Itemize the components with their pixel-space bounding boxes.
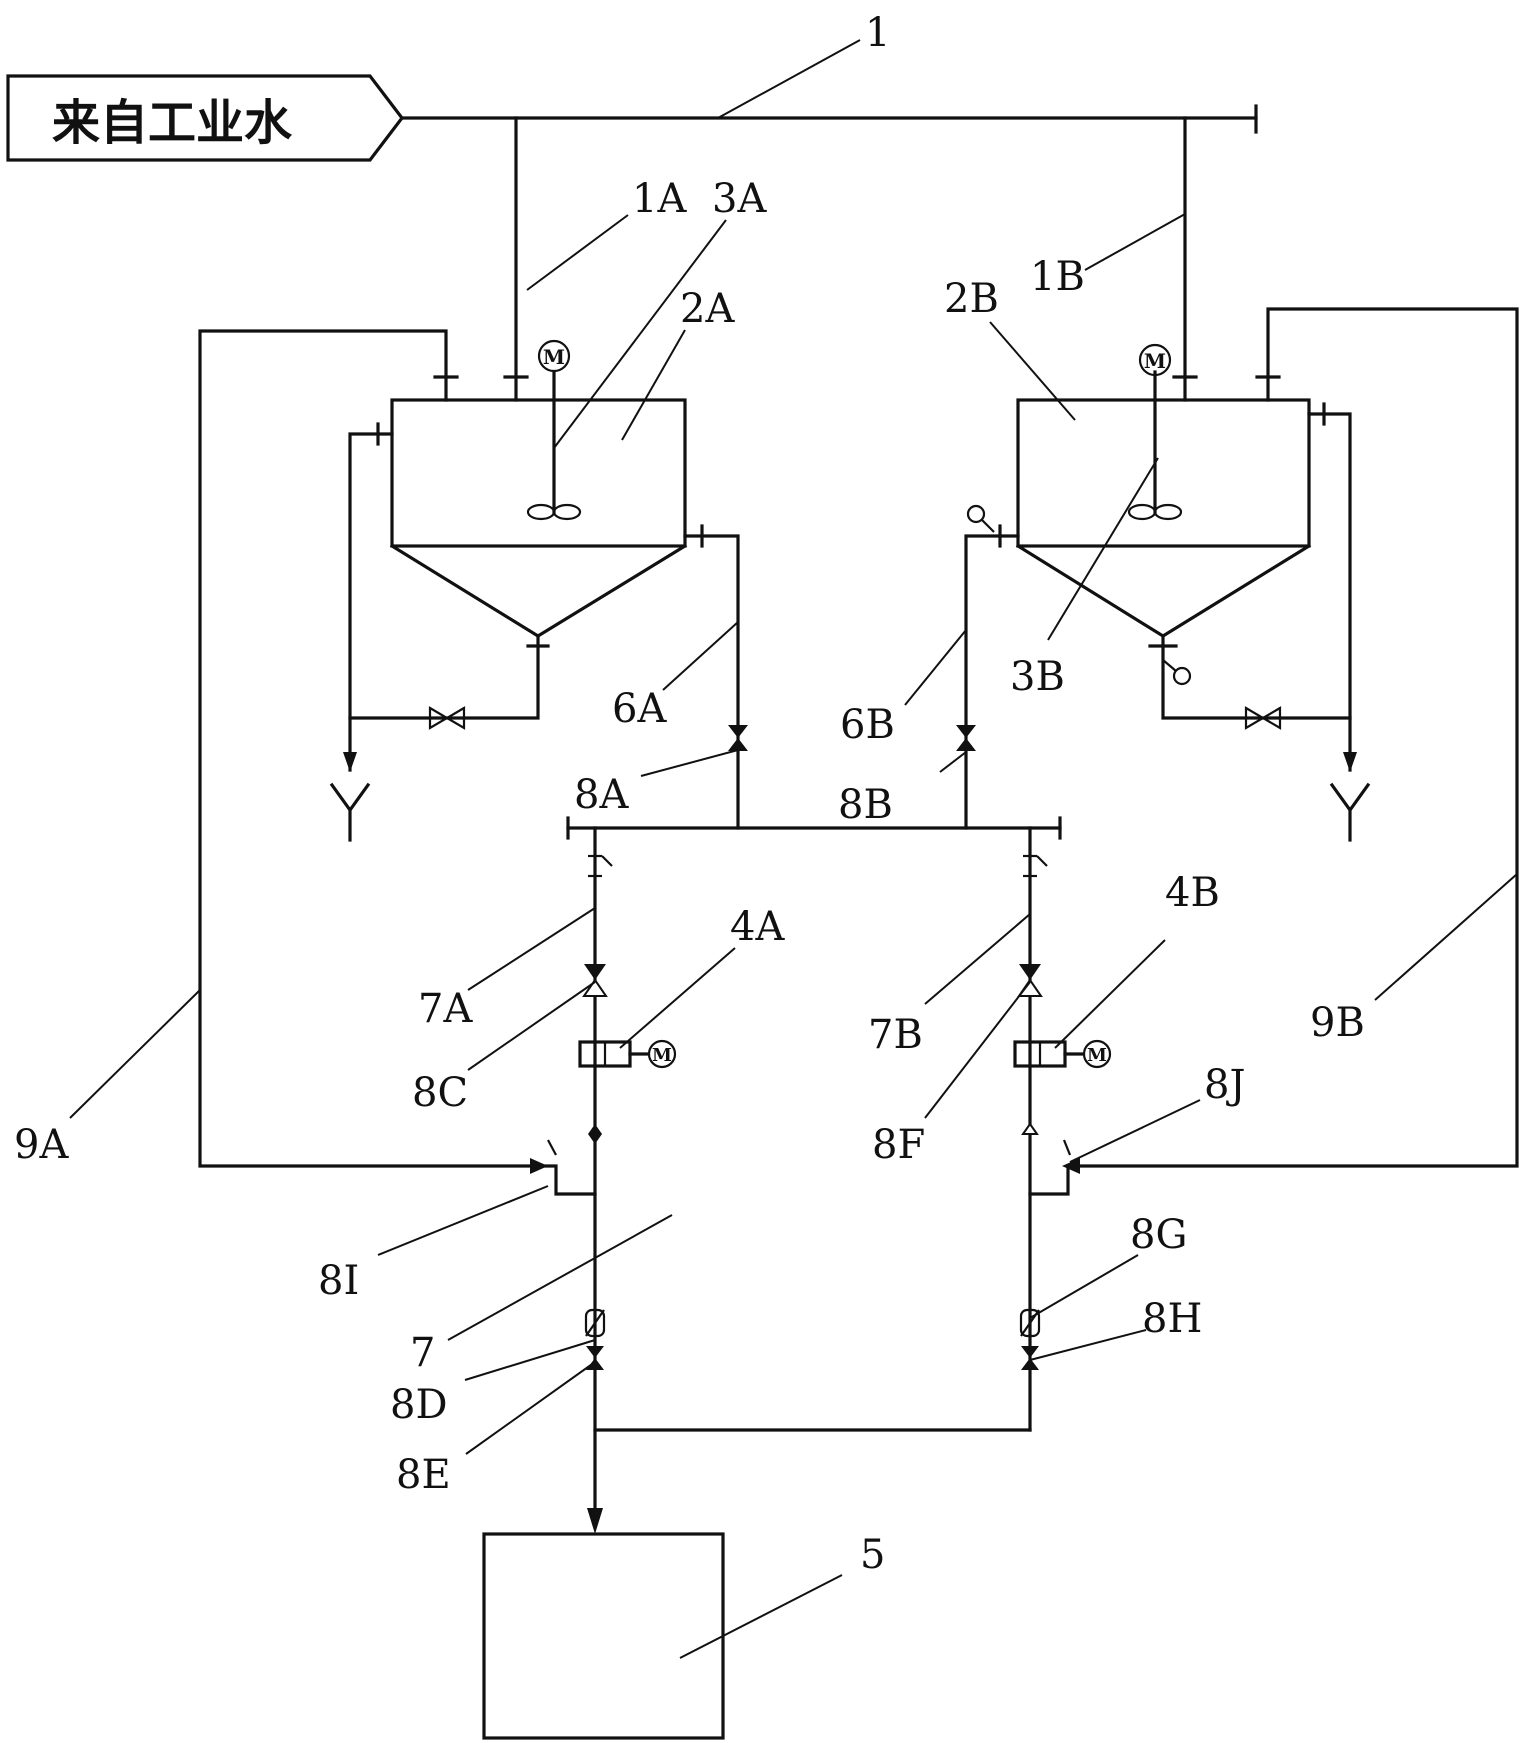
distribution-header [566,816,1062,840]
main-water-pipe [400,104,1258,134]
arrow-down-2A [343,752,357,772]
label-4B: 4B [1165,870,1220,916]
label-5: 5 [860,1532,885,1578]
label-1A: 1A [632,176,687,222]
pipe-6A [683,534,740,830]
label-7: 7 [410,1330,435,1376]
label-8D: 8D [390,1382,448,1428]
drain-pipe-2A [348,634,540,720]
agitator-3B [1127,370,1183,521]
label-7B: 7B [868,1012,923,1058]
drain-funnel-2B [1329,782,1371,842]
pump-4B: M [1013,1039,1112,1069]
svg-text:M: M [652,1045,672,1066]
drain-handle-2B [1172,666,1192,686]
label-4A: 4A [730,904,785,950]
svg-text:M: M [1144,349,1166,373]
motor-icon-3B: M [1138,343,1172,377]
label-1B: 1B [1030,254,1085,300]
drain-valve-2B [1244,706,1282,730]
valve-8H [1021,1346,1039,1370]
arrow-to-5 [587,1508,603,1534]
valve-8I [530,1139,557,1174]
fitting-7A-top [588,854,613,878]
valve-8C [582,964,608,997]
label-8H: 8H [1142,1296,1202,1342]
svg-text:M: M [1087,1045,1107,1066]
label-1: 1 [865,10,890,56]
label-6A: 6A [612,686,667,732]
drain-funnel-2A [329,782,371,842]
arrow-7B [1021,1122,1039,1135]
source-label: 来自工业水 [52,95,293,151]
tank-5 [482,1532,725,1740]
svg-text:M: M [543,345,565,369]
valve-8B [956,725,976,751]
label-2B: 2B [944,276,999,322]
arrow-7A [588,1124,602,1134]
label-8E: 8E [396,1452,451,1498]
label-8F: 8F [872,1122,925,1168]
pipe-9A [198,329,542,1168]
valve-8E [586,1346,604,1370]
valve-8J [1062,1139,1080,1174]
drain-pipe-2B [1161,634,1352,720]
pump-4A: M [578,1039,677,1069]
valve-8A [728,725,748,751]
agitator-3A [526,370,582,521]
label-8C: 8C [412,1070,468,1116]
motor-icon-3A: M [537,339,571,373]
fitting-7B-top [1023,854,1048,878]
label-7A: 7A [418,986,473,1032]
label-8J: 8J [1204,1062,1245,1108]
label-3A: 3A [712,176,767,222]
label-8B: 8B [838,782,893,828]
pipe-9B [1073,307,1519,1168]
arrow-down-2B [1343,752,1357,772]
label-8G: 8G [1130,1212,1187,1258]
vent-6B [966,504,986,524]
source-tag [6,74,405,162]
label-8A: 8A [574,772,629,818]
label-6B: 6B [840,702,895,748]
leader-lines [69,39,1518,1659]
label-2A: 2A [680,286,735,332]
label-9B: 9B [1310,1000,1365,1046]
label-3B: 3B [1010,654,1065,700]
label-9A: 9A [14,1122,69,1168]
label-8I: 8I [318,1258,359,1304]
drain-valve-2A [428,706,466,730]
valve-8D [584,1308,606,1338]
